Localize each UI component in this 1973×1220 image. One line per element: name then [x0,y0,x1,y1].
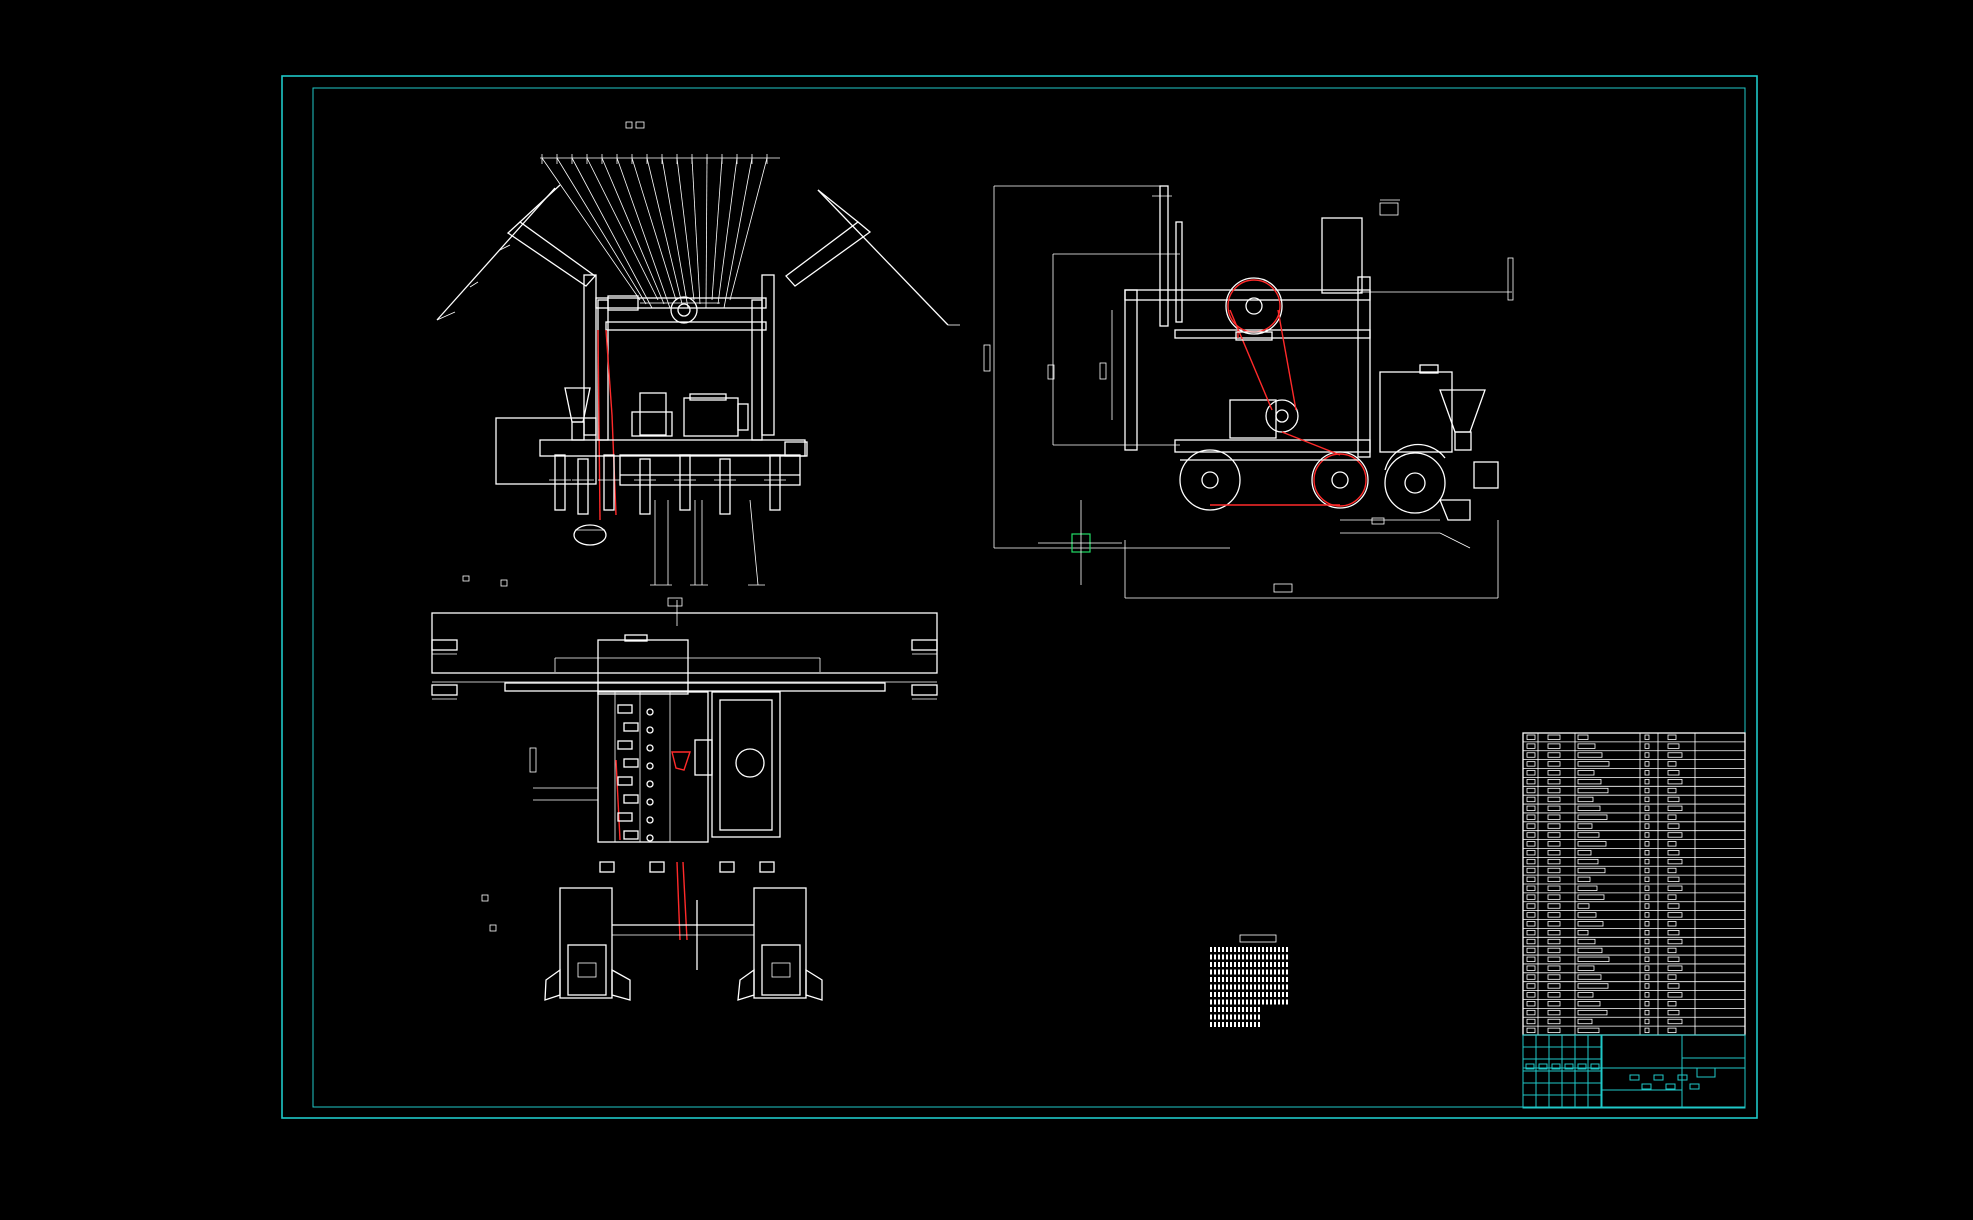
sheet-border [281,75,1758,1119]
title-block [1522,1034,1746,1109]
front-view [436,121,960,587]
technical-notes [1210,934,1288,1027]
plan-view [431,597,938,1001]
side-view [983,185,1514,599]
parts-list-table [1522,732,1746,1036]
